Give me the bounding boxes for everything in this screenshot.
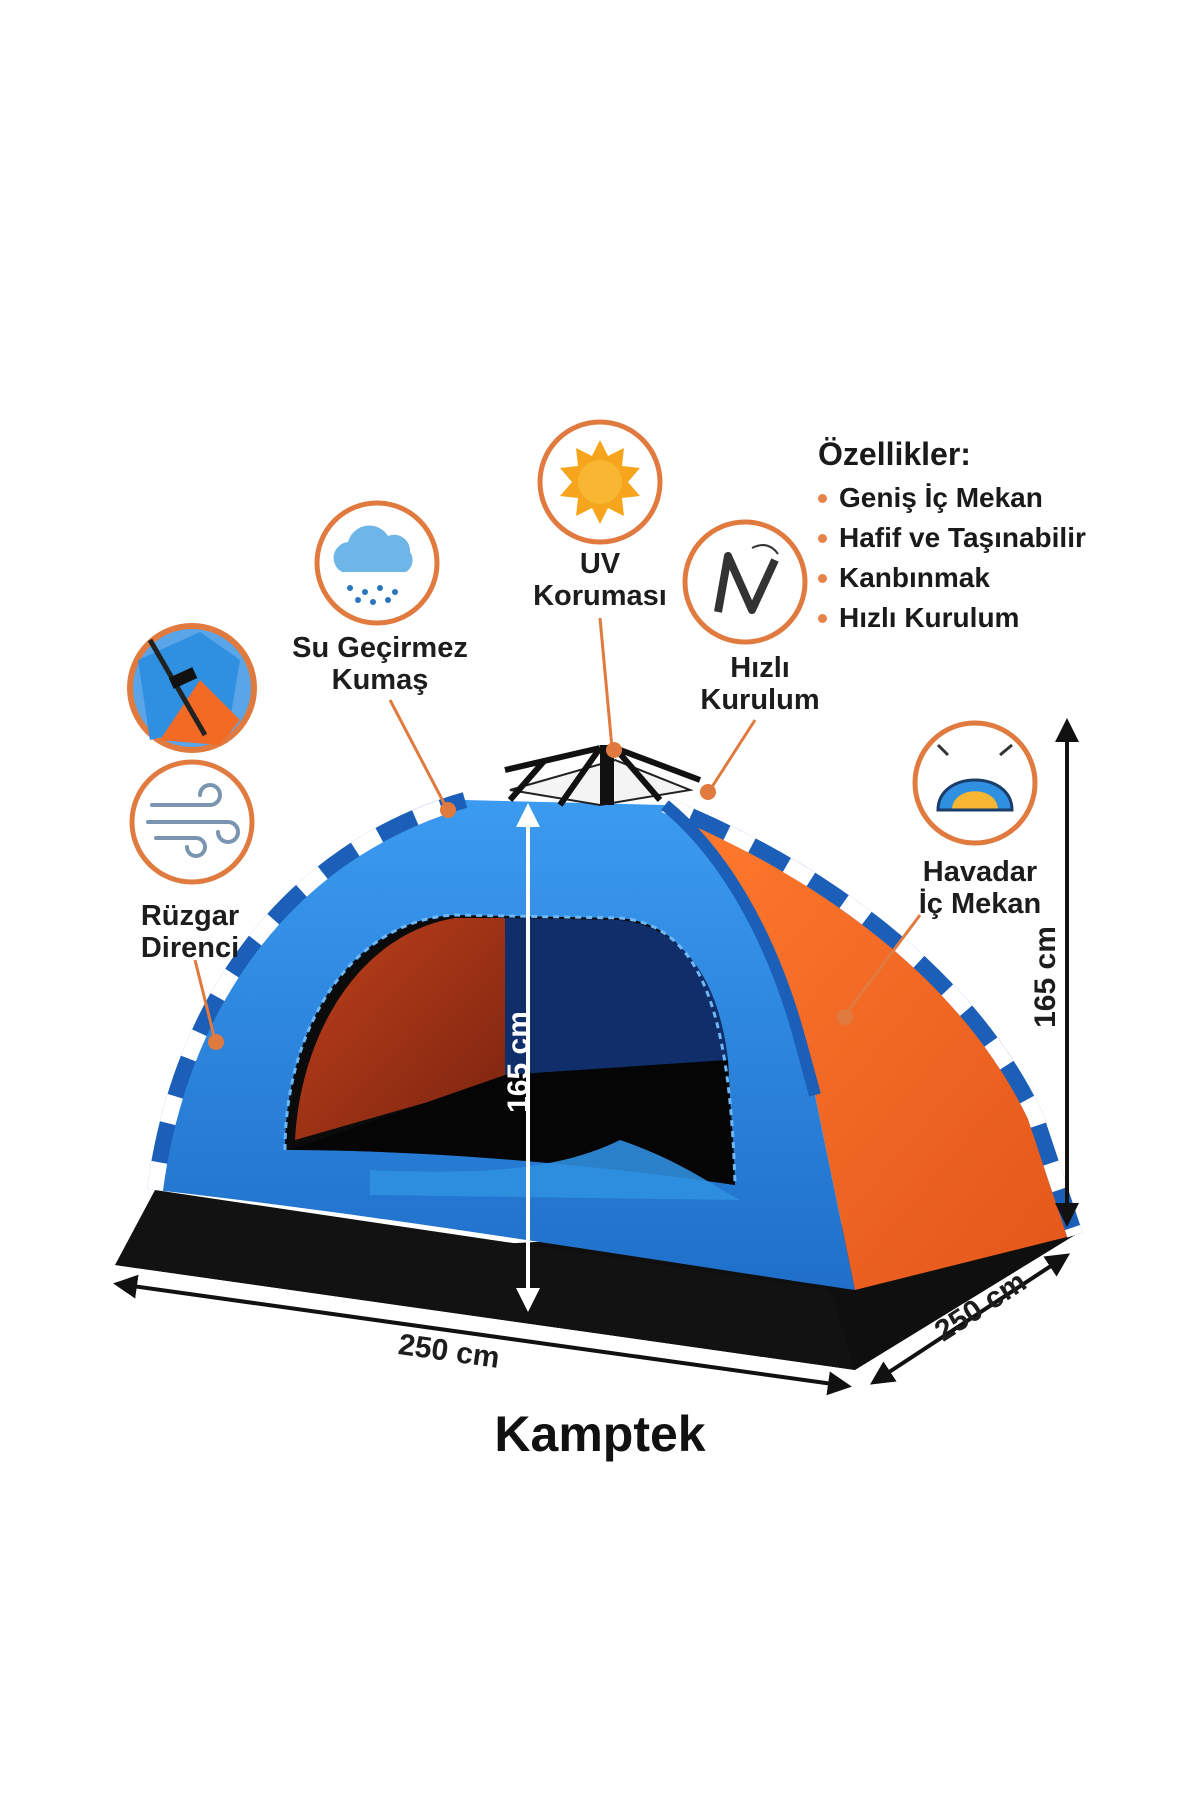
feature-item: Hafif ve Taşınabilir — [818, 522, 1086, 554]
feature-item: Geniş İç Mekan — [818, 482, 1086, 514]
bullet-icon — [818, 613, 827, 623]
width-arrow-front — [113, 1274, 852, 1396]
callout-havadar: Havadar İç Mekan — [918, 856, 1042, 921]
bullet-icon — [818, 573, 827, 583]
folding-pole-icon — [682, 519, 808, 645]
bullet-icon — [818, 533, 827, 543]
callout-hizli-kurulum: Hızlı Kurulum — [700, 652, 820, 717]
callout-ruzgar: Rüzgar Direnci — [140, 900, 240, 965]
callout-dots — [208, 742, 853, 1050]
feature-item: Hızlı Kurulum — [818, 602, 1086, 634]
callout-lines — [193, 617, 922, 1041]
callout-su-gecirmez: Su Geçirmez Kumaş — [292, 632, 468, 697]
feature-item: Kanbınmak — [818, 562, 1086, 594]
height-label-inner: 165 cm — [501, 1011, 535, 1113]
rain-cloud-icon — [314, 500, 440, 626]
bullet-icon — [818, 493, 827, 503]
tent-side-orange — [665, 805, 1075, 1290]
wind-icon — [129, 759, 255, 885]
height-label-outer: 165 cm — [1028, 926, 1062, 1028]
tent — [115, 745, 1083, 1370]
dome-ventilation-icon — [912, 720, 1038, 846]
callout-uv: UV Koruması — [533, 548, 667, 613]
features-title: Özellikler: — [818, 436, 971, 472]
brand-name: Kamptek — [494, 1406, 706, 1462]
features-list: Geniş İç Mekan Hafif ve Taşınabilir Kanb… — [818, 482, 1086, 642]
pole-clip-detail-icon — [127, 623, 257, 753]
depth-arrow-side — [869, 1253, 1071, 1385]
tent-hub — [504, 745, 702, 807]
sun-icon — [537, 419, 663, 545]
